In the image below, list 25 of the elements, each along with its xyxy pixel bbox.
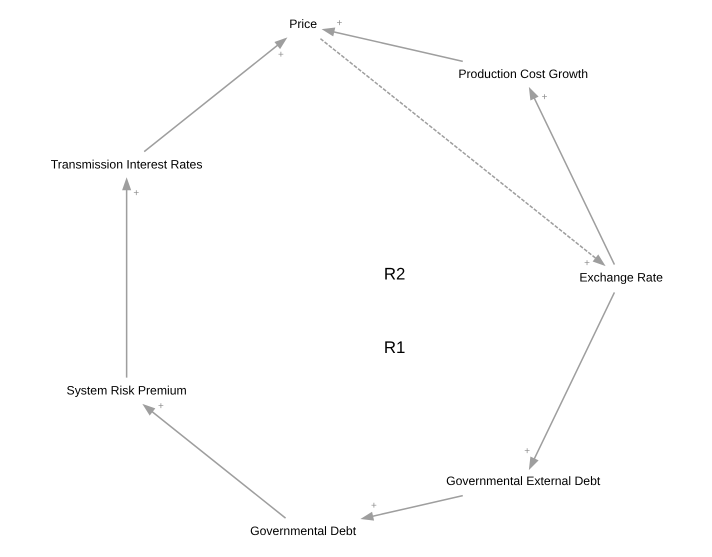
node-text: Governmental Debt (250, 524, 356, 538)
arrow (360, 494, 462, 521)
edge-label: + (132, 188, 139, 199)
edge-label: + (158, 400, 164, 412)
node-text: System Risk Premium (66, 383, 186, 398)
node-text: Exchange Rate (578, 270, 662, 284)
label: R2 (383, 264, 405, 284)
arrow (143, 37, 287, 152)
label: R1 (383, 338, 405, 358)
edge-label: + (370, 500, 376, 512)
arrow (528, 292, 615, 470)
node-text: Transmission Interest Rates (50, 158, 202, 172)
arrow (321, 28, 462, 62)
edge-label: + (277, 50, 284, 61)
arrow (528, 86, 615, 265)
node-text: Governmental External Debt (446, 474, 600, 488)
edge-label: + (584, 258, 590, 270)
edge-label: + (336, 18, 342, 29)
edge-label: + (541, 92, 547, 103)
arrow (319, 38, 606, 266)
node-text: Price (288, 16, 317, 31)
edge-label: + (524, 446, 530, 458)
node-text: Production Cost Growth (458, 67, 588, 82)
arrow (142, 404, 286, 519)
arrow (122, 177, 131, 378)
